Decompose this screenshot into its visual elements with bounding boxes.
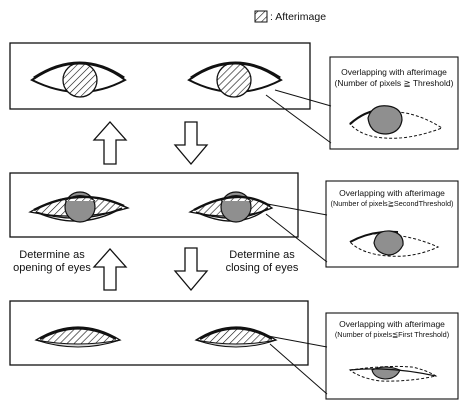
inset-3-text: Overlapping with afterimage (Number of p… [327,319,457,339]
eye-open-right [187,61,283,98]
close-label-line2: closing of eyes [225,261,299,274]
legend-label: : Afterimage [270,11,327,23]
callout-line-1b [265,94,332,144]
close-label-line1: Determine as [229,249,295,261]
hatched-square-icon [254,10,268,23]
callout-line-2 [261,202,328,216]
inset-eye-3 [348,365,438,382]
open-label-line1: Determine as [19,249,85,261]
inset-eye-2 [349,230,440,257]
closing-eyes-label: Determine as closing of eyes [222,249,302,274]
inset-2-title: Overlapping with afterimage [339,188,445,198]
inset-box-3 [325,312,459,400]
inset-1-subtitle: (Number of pixels ≧ Threshold) [334,77,454,88]
arrow-up-1 [92,121,128,165]
inset-1-title: Overlapping with afterimage [341,67,447,77]
eye-closed-right [194,326,278,348]
panel-bottom [9,300,309,366]
callout-line-2b [265,213,328,263]
inset-2-text: Overlapping with afterimage (Number of p… [327,188,457,208]
callout-line-1 [274,89,332,107]
eye-closed-left [34,326,122,348]
arrow-down-2 [173,247,209,292]
open-eyes-label: Determine as opening of eyes [12,249,92,274]
panel-top [9,42,311,110]
open-label-line2: opening of eyes [13,261,91,274]
callout-line-3 [267,335,328,348]
arrow-down-1 [173,121,209,166]
inset-3-title: Overlapping with afterimage [339,319,445,329]
panel-middle [9,172,299,238]
eye-half-right [188,191,274,223]
inset-1-text: Overlapping with afterimage (Number of p… [329,67,459,88]
inset-3-subtitle: (Number of pixels≦First Threshold) [334,329,450,339]
arrow-up-2 [92,248,128,291]
callout-line-3b [269,343,328,395]
eye-half-left [28,191,130,223]
eye-open-left [30,61,127,98]
inset-2-subtitle: (Number of pixels≧SecondThreshold) [330,198,454,208]
inset-eye-1 [349,105,444,139]
